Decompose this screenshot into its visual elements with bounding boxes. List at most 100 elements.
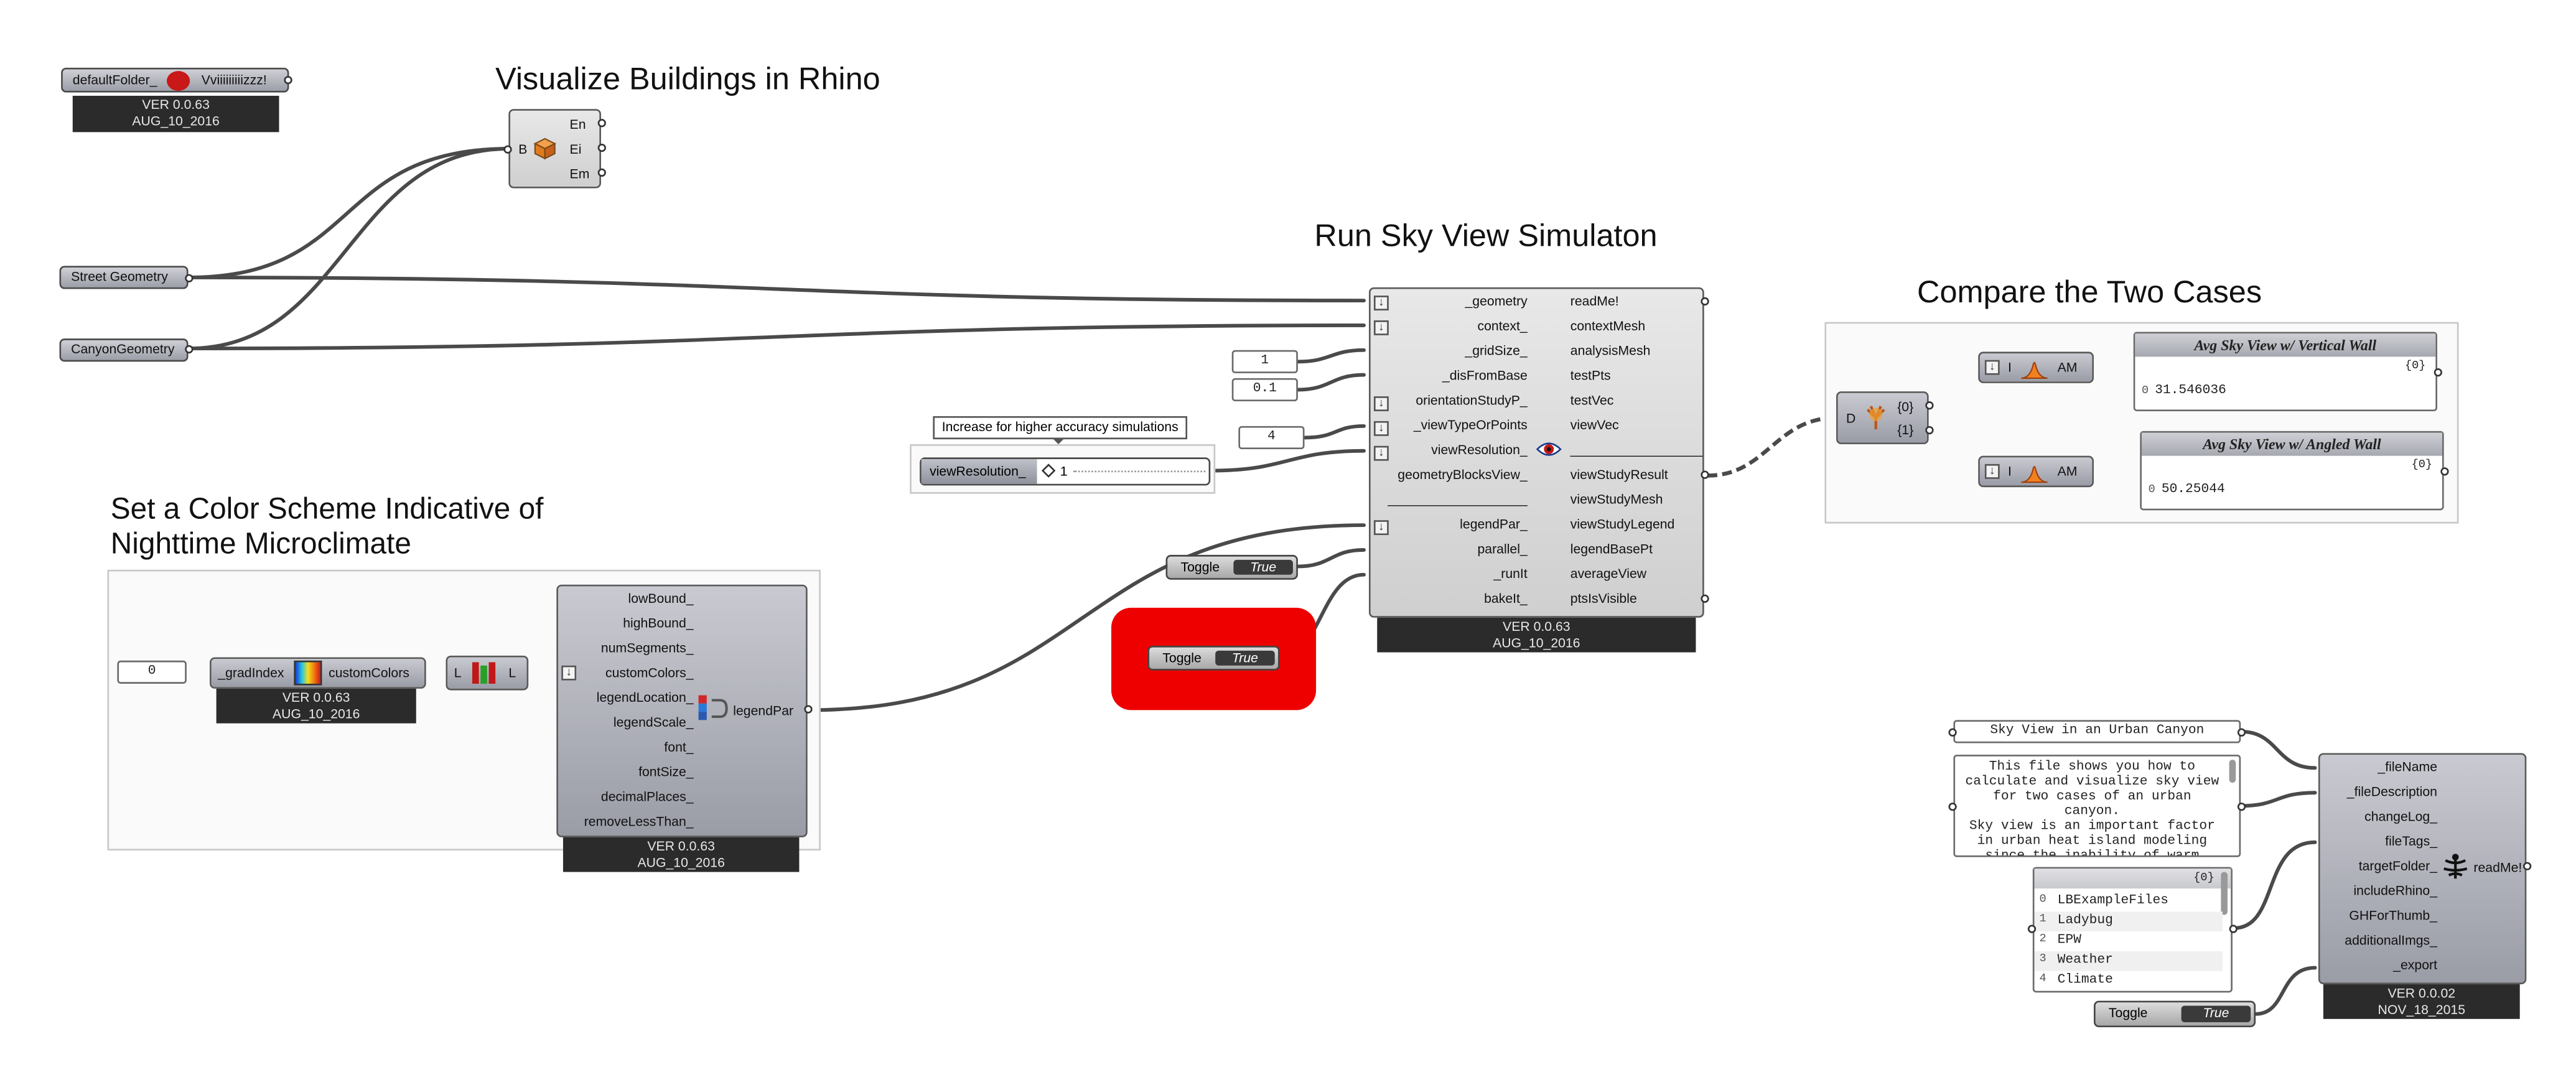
list-output-label[interactable]: L [508,665,516,681]
output-view-vec[interactable]: viewVec [1570,417,1619,433]
slider-handle[interactable] [1041,463,1056,478]
output-pin[interactable] [2237,803,2246,811]
run-it-toggle[interactable]: Toggle True [1147,645,1280,671]
output-pin[interactable] [284,76,292,85]
description-scrollbar[interactable] [2229,760,2236,783]
output-pin[interactable] [1701,594,1709,603]
export-component[interactable]: _fileName _fileDescription changeLog_ fi… [2318,753,2527,985]
output-view-study-result[interactable]: viewStudyResult [1570,467,1668,483]
input-font[interactable]: font_ [664,740,694,755]
output-pin[interactable] [597,168,606,177]
output-pin[interactable] [185,274,194,282]
dispatch-component[interactable]: D {0} {1} [1836,391,1929,445]
default-folder-component[interactable]: defaultFolder_ Vviiiiiiiiizzz! [61,67,289,93]
list-input-label[interactable]: L [454,665,462,681]
canyon-geometry-param[interactable]: CanyonGeometry [59,338,189,362]
bake-output-em[interactable]: Em [569,167,590,182]
dispatch-input[interactable]: D [1846,411,1856,426]
legend-par-output[interactable]: legendPar [733,703,794,719]
output-pin[interactable] [1701,297,1709,306]
input-change-log[interactable]: changeLog_ [2364,809,2438,824]
average-component-1[interactable]: ↓ I AM [1978,352,2094,383]
input-legend-location[interactable]: legendLocation_ [596,690,694,705]
average-1-input[interactable]: I [2008,360,2012,375]
panel-vertical-wall[interactable]: Avg Sky View w/ Vertical Wall {0} 0 31.5… [2133,332,2438,411]
output-pin[interactable] [185,345,194,354]
slider-track[interactable] [1073,470,1206,473]
input-run-it[interactable]: _runIt [1493,566,1528,582]
input-custom-colors[interactable]: customColors_ [605,665,694,681]
output-pin[interactable] [2229,924,2238,933]
view-type-input[interactable]: 4 [1238,426,1305,450]
input-view-resolution[interactable]: viewResolution_ [1431,442,1528,458]
average-2-output[interactable]: AM [2057,463,2078,479]
average-component-2[interactable]: ↓ I AM [1978,455,2094,488]
input-remove-less-than[interactable]: removeLessThan_ [584,814,694,829]
list-item-component[interactable]: L L [446,655,529,691]
input-grid-size[interactable]: _gridSize_ [1465,343,1528,359]
input-include-rhino[interactable]: includeRhino_ [2353,883,2438,899]
view-resolution-slider[interactable]: viewResolution_ 1 [920,457,1211,486]
output-pin[interactable] [2440,467,2449,476]
output-view-study-legend[interactable]: viewStudyLegend [1570,516,1675,532]
input-high-bound[interactable]: highBound_ [623,616,694,631]
input-legend-par[interactable]: legendPar_ [1460,516,1528,532]
bake-output-ei[interactable]: Ei [569,142,582,157]
export-toggle-value[interactable]: True [2181,1005,2251,1023]
output-analysis-mesh[interactable]: analysisMesh [1570,343,1651,359]
input-num-segments[interactable]: numSegments_ [600,640,694,656]
custom-colors-component[interactable]: _gradIndex customColors [210,657,426,689]
dis-from-base-input[interactable]: 0.1 [1231,378,1298,402]
output-pin[interactable] [804,705,813,714]
input-file-tags[interactable]: fileTags_ [2385,834,2438,849]
output-pts-is-visible[interactable]: ptsIsVisible [1570,591,1637,607]
input-view-type[interactable]: _viewTypeOrPoints [1413,417,1528,433]
output-pin[interactable] [2523,862,2532,870]
input-low-bound[interactable]: lowBound_ [628,591,694,607]
input-gh-for-thumb[interactable]: GHForThumb_ [2349,908,2438,923]
input-target-folder[interactable]: targetFolder_ [2358,859,2438,874]
input-font-size[interactable]: fontSize_ [638,765,694,780]
run-it-toggle-value[interactable]: True [1215,650,1275,666]
input-pin[interactable] [503,145,512,154]
input-geometry[interactable]: _geometry [1465,294,1528,309]
output-pin[interactable] [597,119,606,128]
input-pin[interactable] [1948,803,1957,811]
export-toggle[interactable]: Toggle True [2094,1000,2256,1028]
file-name-panel[interactable]: Sky View in an Urban Canyon [1953,720,2241,743]
dispatch-output-1[interactable]: {1} [1897,422,1914,438]
input-dis-from-base[interactable]: _disFromBase [1442,368,1528,383]
grad-index-label[interactable]: _gradIndex [218,665,284,681]
input-additional-imgs[interactable]: additionalImgs_ [2345,933,2438,948]
input-parallel[interactable]: parallel_ [1477,541,1528,557]
average-2-input[interactable]: I [2008,463,2012,479]
input-pin[interactable] [2027,924,2037,933]
output-context-mesh[interactable]: contextMesh [1570,319,1646,334]
file-description-panel[interactable]: This file shows you how to calculate and… [1953,755,2241,857]
output-pin[interactable] [597,143,606,152]
output-legend-base-pt[interactable]: legendBasePt [1570,541,1653,557]
input-pin[interactable] [1948,728,1957,737]
custom-colors-output[interactable]: customColors [329,665,409,681]
parallel-toggle-value[interactable]: True [1233,559,1293,575]
input-context[interactable]: context_ [1477,319,1528,334]
output-pin[interactable] [1925,401,1934,410]
sky-view-component[interactable]: ↓ ↓ ↓ ↓ ↓ ↓ _geometry context_ _gridSize… [1369,287,1704,618]
input-decimal-places[interactable]: decimalPlaces_ [600,789,694,804]
input-legend-scale[interactable]: legendScale_ [613,715,694,730]
average-1-output[interactable]: AM [2057,360,2078,375]
street-geometry-param[interactable]: Street Geometry [59,266,189,289]
grid-size-input[interactable]: 1 [1231,350,1298,373]
output-pin[interactable] [2434,368,2442,377]
grad-index-input[interactable]: 0 [117,660,187,684]
output-pin[interactable] [1925,426,1934,435]
input-export[interactable]: _export [2393,957,2438,973]
export-readme-output[interactable]: readMe! [2473,860,2522,875]
legend-parameters-component[interactable]: ↓ lowBound_ highBound_ numSegments_ cust… [556,584,808,837]
panel-angled-wall[interactable]: Avg Sky View w/ Angled Wall {0} 0 50.250… [2140,431,2444,511]
output-average-view[interactable]: averageView [1570,566,1647,582]
output-readme[interactable]: readMe! [1570,294,1619,309]
bake-input-b[interactable]: B [518,142,528,157]
